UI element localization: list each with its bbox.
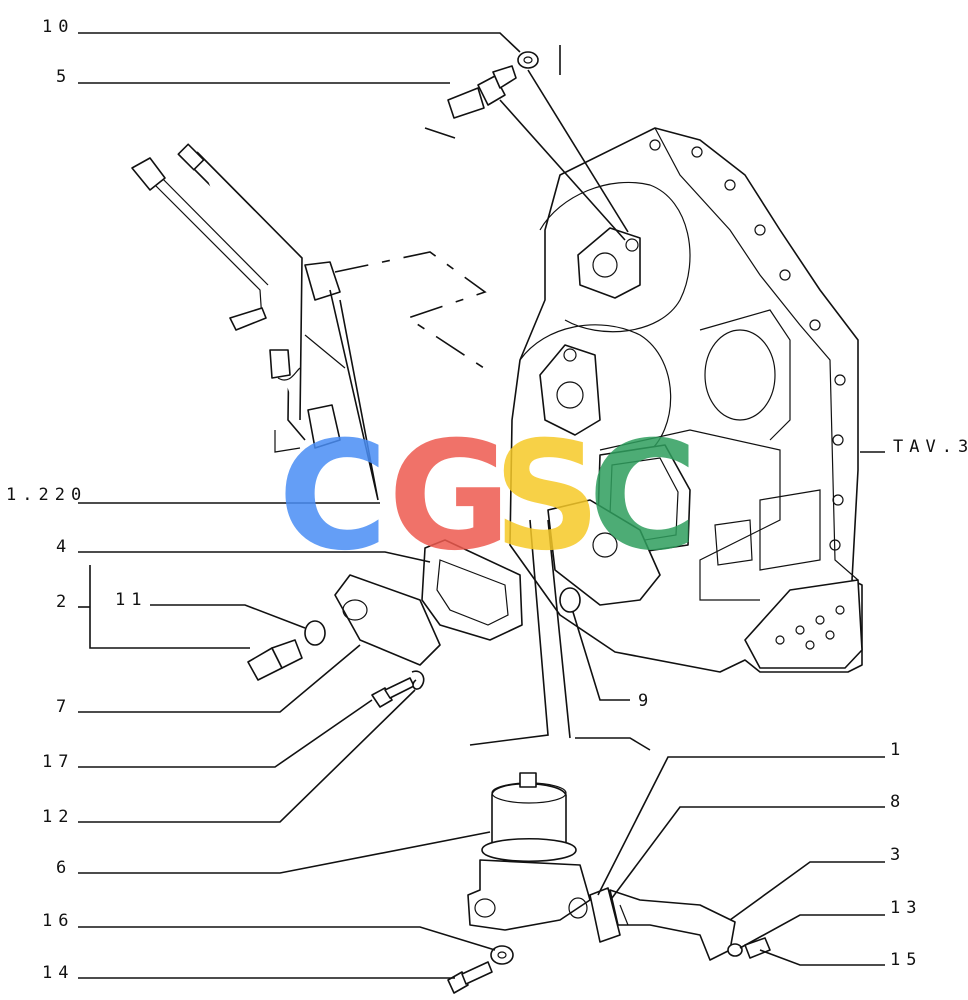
callout-10: 10 — [42, 17, 74, 37]
bolt-17 — [371, 677, 415, 708]
callout-12: 12 — [42, 807, 74, 827]
watermark-letter: C — [278, 410, 388, 584]
lube-pipes — [131, 143, 346, 453]
callout-14: 14 — [42, 963, 74, 983]
oring-11 — [304, 620, 326, 646]
callout-11: 11 — [115, 590, 147, 610]
bolt-15 — [744, 937, 771, 959]
gasket-4 — [421, 539, 523, 641]
callout-9: 9 — [638, 691, 654, 711]
oring-9 — [559, 587, 581, 613]
callout-4: 4 — [56, 537, 72, 557]
callout-1: 1 — [890, 740, 906, 760]
callout-3: 3 — [890, 845, 906, 865]
washer-16 — [490, 945, 514, 965]
callout-2: 2 — [56, 592, 72, 612]
callout-7: 7 — [56, 697, 72, 717]
filter-6 — [467, 772, 591, 931]
washer-13 — [727, 943, 743, 957]
callout-8: 8 — [890, 792, 906, 812]
plug-2 — [247, 639, 303, 681]
callout-15: 15 — [890, 950, 922, 970]
callout-tav3: TAV.3 — [893, 437, 968, 457]
watermark-logo: C G S C — [278, 410, 698, 584]
callout-17: 17 — [42, 752, 74, 772]
watermark-letter: S — [493, 410, 601, 584]
gearbox-housing — [509, 127, 863, 673]
washer-10 — [517, 51, 539, 69]
callout-16: 16 — [42, 911, 74, 931]
callout-13: 13 — [890, 898, 922, 918]
cover-7 — [334, 574, 441, 666]
callout-5: 5 — [56, 67, 72, 87]
callout-6: 6 — [56, 858, 72, 878]
watermark-letter: C — [588, 410, 698, 584]
fitting-5 — [447, 65, 517, 119]
watermark-letter: G — [388, 410, 511, 584]
callout-1-220: 1.220 — [6, 485, 87, 505]
pipe-3 — [589, 887, 736, 961]
circlip-12 — [411, 670, 425, 690]
